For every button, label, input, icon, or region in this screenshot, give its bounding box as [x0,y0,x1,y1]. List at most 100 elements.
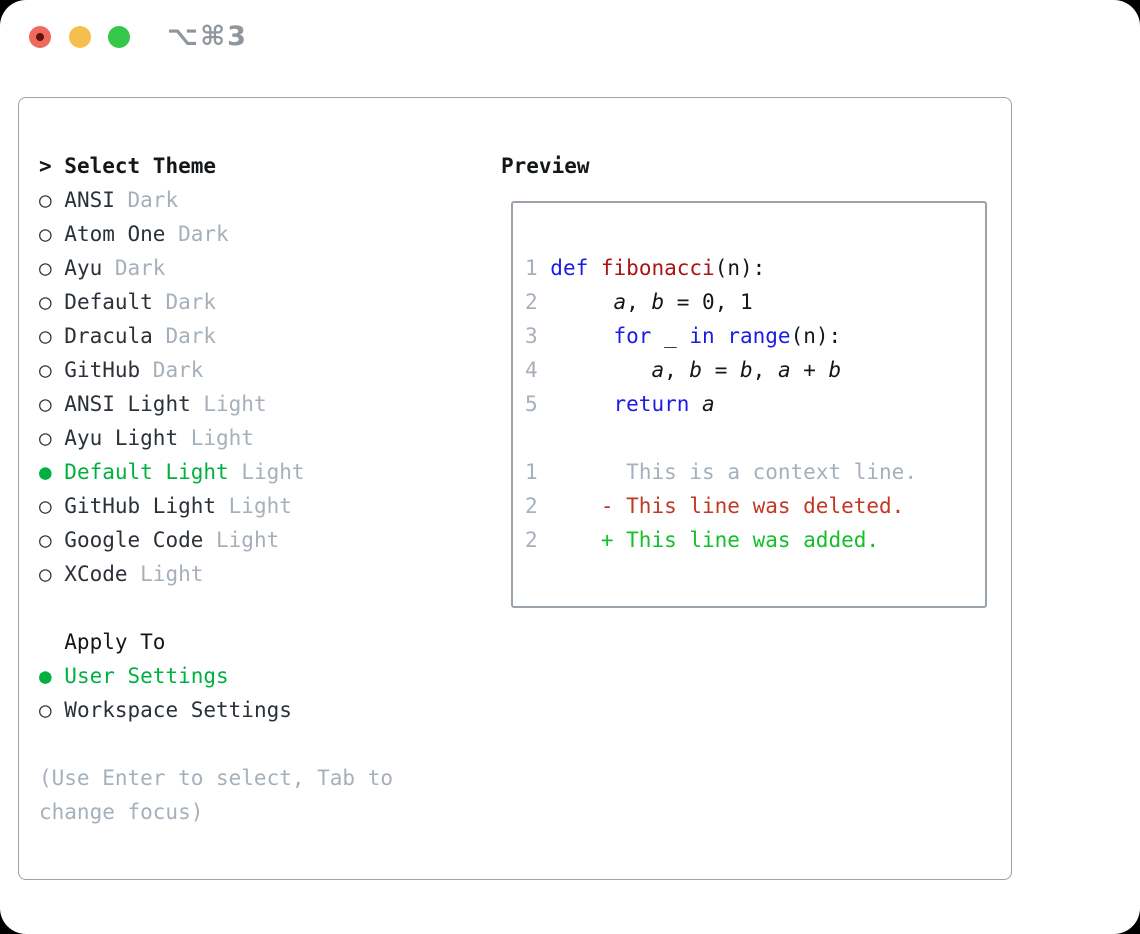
apply-to-heading: Apply To [64,630,166,654]
apply-to-option[interactable]: ● User Settings [39,659,393,693]
theme-option[interactable]: ○ ANSI Dark [39,183,393,217]
token-function: fibonacci [600,256,715,280]
theme-option[interactable]: ○ ANSI Light Light [39,387,393,421]
theme-variant: Dark [165,222,229,246]
preview-heading: Preview [501,154,590,178]
theme-list: ○ ANSI Dark○ Atom One Dark○ Ayu Dark○ De… [39,183,393,591]
token-variable: b [689,358,703,382]
minimize-button[interactable] [69,26,91,48]
theme-option[interactable]: ○ Atom One Dark [39,217,393,251]
cursor-caret-icon: > [39,154,65,178]
theme-option[interactable]: ○ GitHub Dark [39,353,393,387]
token-variable: b [828,358,842,382]
token-keyword: range [727,324,791,348]
token-plain: + [790,358,829,382]
hint-line: change focus) [39,800,204,824]
theme-name: Ayu Light [64,426,179,450]
token-keyword: for [613,324,652,348]
theme-name: Atom One [64,222,166,246]
theme-variant: Light [228,460,305,484]
radio-unselected-icon: ○ [39,426,65,450]
theme-name: GitHub [64,358,141,382]
theme-option[interactable]: ○ Ayu Dark [39,251,393,285]
token-keyword: return [613,392,690,416]
theme-option[interactable]: ○ XCode Light [39,557,393,591]
token-plain [538,460,627,484]
apply-to-option-label: User Settings [64,664,229,688]
radio-unselected-icon: ○ [39,324,65,348]
token-plain: , [752,358,778,382]
radio-unselected-icon: ○ [39,188,65,212]
token-lineno: 2 [525,494,538,518]
token-plain [538,324,614,348]
radio-unselected-icon: ○ [39,290,65,314]
token-variable: a [702,392,715,416]
theme-name: ANSI [64,188,115,212]
theme-variant: Dark [152,290,217,314]
theme-variant: Dark [152,324,217,348]
radio-unselected-icon: ○ [39,698,65,722]
theme-variant: Light [190,392,267,416]
theme-variant: Light [203,528,280,552]
theme-variant: Light [127,562,204,586]
apply-to-option[interactable]: ○ Workspace Settings [39,693,393,727]
token-context: This is a context line. [626,460,917,484]
token-plain: (n): [714,256,766,280]
token-variable: b [740,358,753,382]
apply-to-option-label: Workspace Settings [64,698,292,722]
code-line: 4 a, b = b, a + b [525,353,985,387]
radio-unselected-icon: ○ [39,392,65,416]
context-line: 1 This is a context line. [525,455,985,489]
code-line: 1 def fibonacci(n): [525,251,985,285]
radio-unselected-icon: ○ [39,256,65,280]
theme-option[interactable]: ● Default Light Light [39,455,393,489]
token-plain: = [702,358,740,382]
close-record-dot-icon [36,33,44,41]
token-variable: b [651,290,665,314]
token-plain [538,494,601,518]
radio-unselected-icon: ○ [39,222,65,246]
hint-line: (Use Enter to select, Tab to [39,766,394,790]
close-button[interactable] [29,26,51,48]
token-plain [538,528,601,552]
token-plain [715,324,728,348]
theme-option[interactable]: ○ Google Code Light [39,523,393,557]
theme-option[interactable]: ○ GitHub Light Light [39,489,393,523]
theme-variant: Dark [140,358,204,382]
theme-name: Default [64,290,153,314]
theme-variant: Light [178,426,254,450]
select-theme-heading: > Select Theme [39,149,393,183]
token-plain: , [664,358,690,382]
token-lineno: 2 [525,528,538,552]
radio-unselected-icon: ○ [39,358,65,382]
token-plain: _ [651,324,690,348]
added-line: 2 + This line was added. [525,523,985,557]
code-line: 5 return a [525,387,985,421]
theme-option[interactable]: ○ Dracula Dark [39,319,393,353]
blank-line [525,421,985,455]
radio-unselected-icon: ○ [39,528,65,552]
token-variable: a [777,358,791,382]
theme-variant: Light [216,494,292,518]
apply-to-options: ● User Settings○ Workspace Settings [39,659,393,727]
theme-option[interactable]: ○ Ayu Light Light [39,421,393,455]
radio-unselected-icon: ○ [39,494,65,518]
token-lineno: 3 [525,324,538,348]
theme-name: Ayu [64,256,103,280]
theme-name: ANSI Light [64,392,191,416]
radio-selected-icon: ● [39,664,65,688]
token-variable: a [651,358,665,382]
theme-name: Google Code [64,528,204,552]
theme-name: GitHub Light [64,494,217,518]
token-plain [588,256,601,280]
token-added: + This line was added. [600,528,880,552]
token-keyword: in [689,324,715,348]
token-lineno: 2 [525,290,538,314]
main-panel: > Select Theme ○ ANSI Dark○ Atom One Dar… [18,97,1012,880]
token-deleted: - This line was deleted. [600,494,905,518]
theme-option[interactable]: ○ Default Dark [39,285,393,319]
maximize-button[interactable] [108,26,130,48]
token-lineno: 1 [525,460,538,484]
